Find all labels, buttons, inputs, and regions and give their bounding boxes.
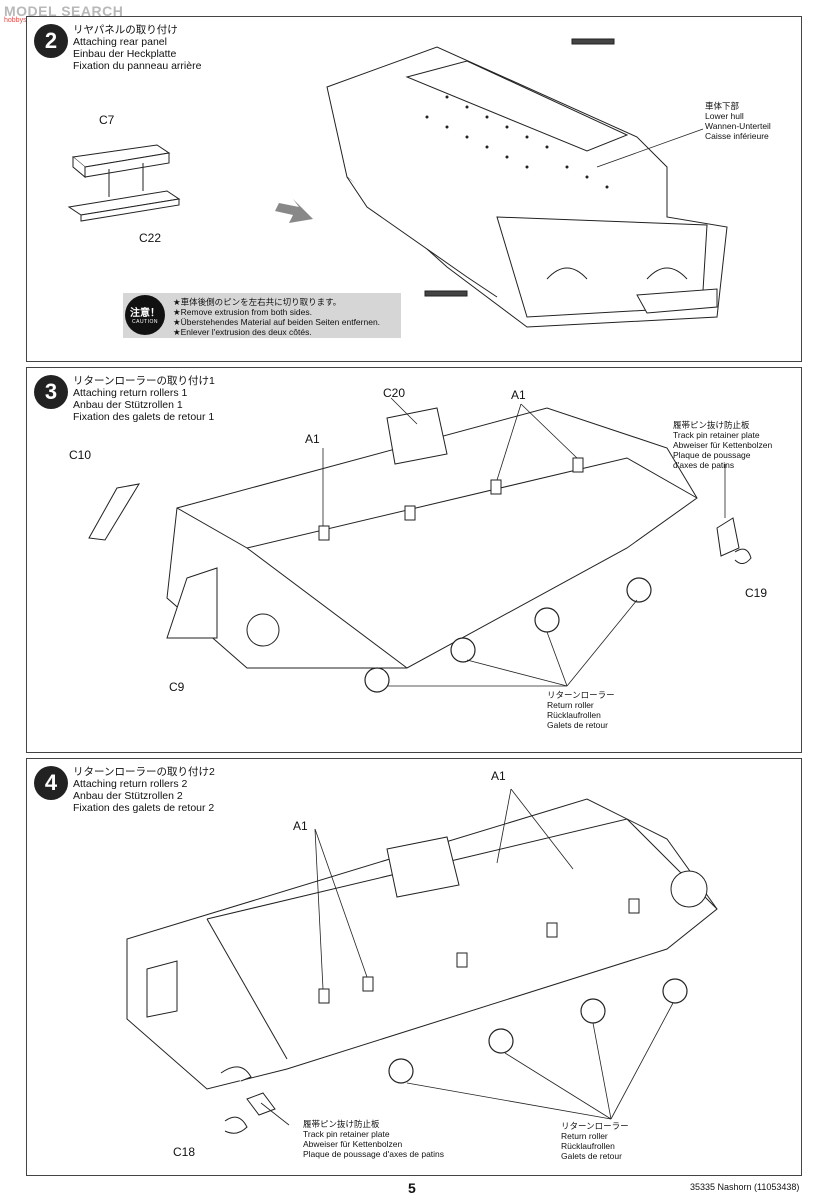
part-label-c10: C10 bbox=[69, 448, 92, 462]
step-number-badge: 3 bbox=[34, 375, 68, 409]
return-roller-label: リターンローラー Return roller Rücklaufrollen Ga… bbox=[547, 690, 615, 730]
step-title: リターンローラーの取り付け2 Attaching return rollers … bbox=[73, 766, 215, 814]
step-4-panel: 4 リターンローラーの取り付け2 Attaching return roller… bbox=[26, 758, 802, 1176]
step-2-panel: 2 リヤパネルの取り付け Attaching rear panel Einbau… bbox=[26, 16, 802, 362]
part-label-c22: C22 bbox=[139, 231, 162, 245]
watermark: MODEL SEARCH hobbysearch bbox=[4, 3, 124, 24]
part-label-c18: C18 bbox=[173, 1145, 196, 1159]
caution-box: 注意！ CAUTION ★車体後側のピンを左右共に切り取ります。 ★Remove… bbox=[123, 293, 401, 338]
step-4-drawing bbox=[126, 788, 718, 1134]
caution-text: ★車体後側のピンを左右共に切り取ります。 ★Remove extrusion f… bbox=[173, 297, 381, 337]
part-label-c7: C7 bbox=[99, 113, 115, 127]
part-label-c20: C20 bbox=[383, 386, 406, 400]
step-title: リターンローラーの取り付け1 Attaching return rollers … bbox=[73, 375, 215, 423]
product-code: 35335 Nashorn (11053438) bbox=[690, 1182, 800, 1192]
step-2-drawing bbox=[67, 38, 728, 328]
part-label-a1: A1 bbox=[293, 819, 308, 833]
part-label-c9: C9 bbox=[169, 680, 185, 694]
return-roller-label: リターンローラー Return roller Rücklaufrollen Ga… bbox=[561, 1121, 629, 1161]
part-label-a1: A1 bbox=[305, 432, 320, 446]
retainer-plate-label: 履帯ピン抜け防止板 Track pin retainer plate Abwei… bbox=[303, 1119, 445, 1159]
step-number-badge: 2 bbox=[34, 24, 68, 58]
part-label-a1: A1 bbox=[491, 769, 506, 783]
page-number: 5 bbox=[408, 1180, 416, 1196]
step-3-panel: 3 リターンローラーの取り付け1 Attaching return roller… bbox=[26, 367, 802, 753]
step-title: リヤパネルの取り付け Attaching rear panel Einbau d… bbox=[73, 24, 202, 72]
part-label-a1: A1 bbox=[511, 388, 526, 402]
lower-hull-label: 車体下部 Lower hull Wannen-Unterteil Caisse … bbox=[705, 101, 771, 141]
step-number-badge: 4 bbox=[34, 766, 68, 800]
step-3-drawing bbox=[88, 397, 752, 693]
retainer-plate-label: 履帯ピン抜け防止板 Track pin retainer plate Abwei… bbox=[673, 420, 773, 470]
caution-icon: 注意！ CAUTION bbox=[125, 295, 165, 335]
part-label-c19: C19 bbox=[745, 586, 768, 600]
